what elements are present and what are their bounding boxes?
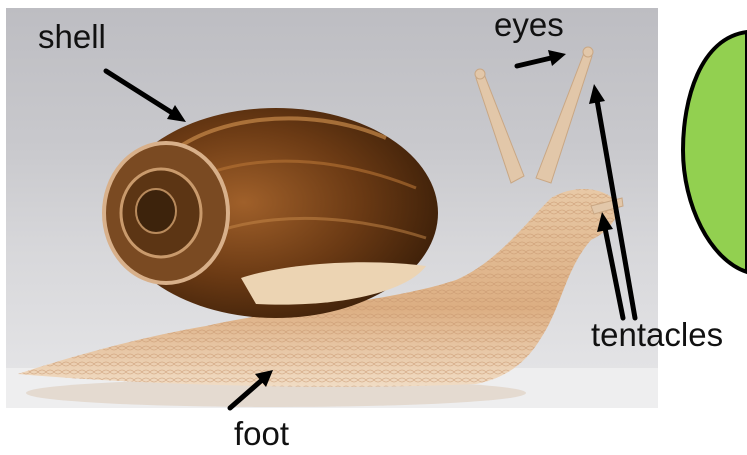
snail-shell [104,108,438,318]
green-circle [683,32,747,272]
snail-tentacles [475,47,623,214]
eyes-label: eyes [494,8,564,41]
snail-photo [6,8,658,408]
foot-label: foot [234,417,289,450]
snail-illustration [6,8,658,408]
shell-label: shell [38,20,106,53]
tentacles-label: tentacles [591,318,723,351]
